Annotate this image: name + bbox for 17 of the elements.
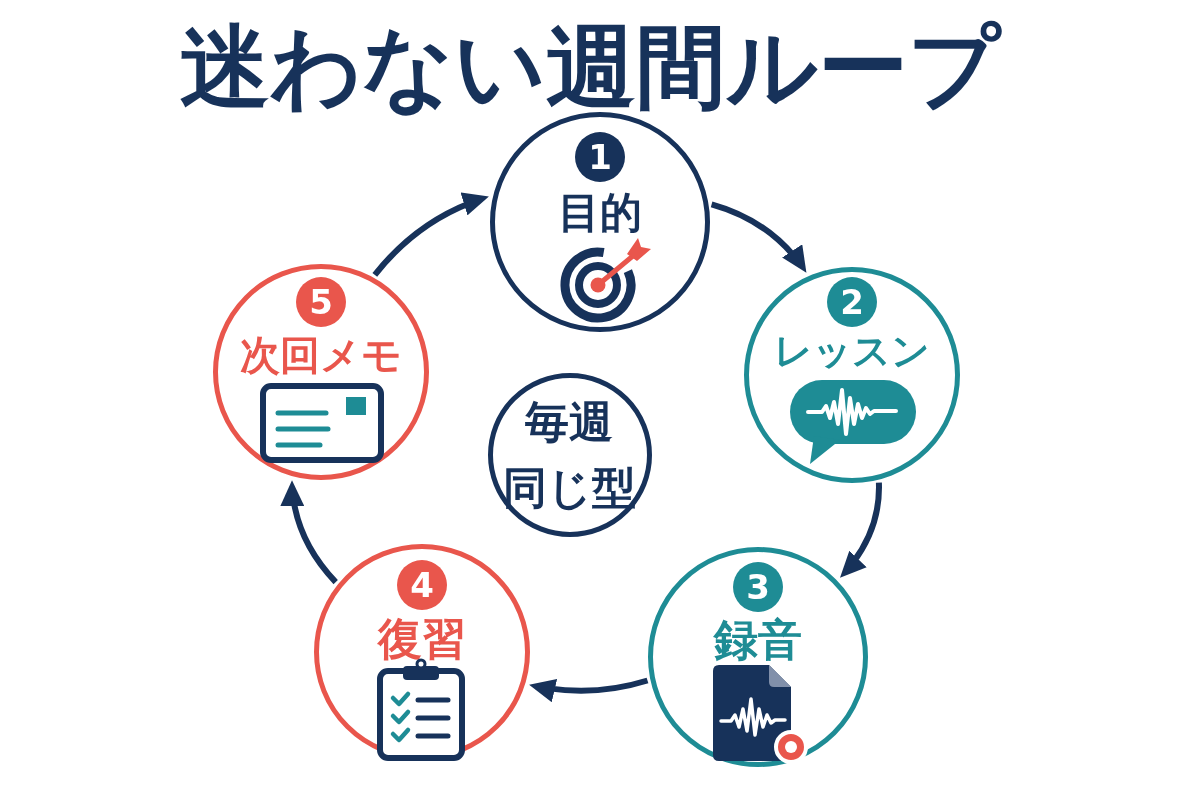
title: 迷わない週間ループ — [180, 16, 1000, 116]
center-label: 毎週同じ型 — [502, 395, 637, 515]
number-badge: 4 — [397, 560, 447, 610]
number-badge: 3 — [733, 562, 783, 612]
arrow — [281, 480, 338, 585]
step-label: 次回メモ — [240, 333, 402, 377]
step-label: 録音 — [714, 615, 802, 665]
arrow — [528, 677, 649, 702]
number-badge: 1 — [575, 132, 625, 182]
step-label: レッスン — [774, 331, 930, 373]
arrow — [837, 482, 882, 580]
step-label: 目的 — [558, 189, 642, 237]
arrow — [372, 193, 490, 277]
arrow — [710, 201, 809, 275]
step-label: 復習 — [378, 614, 466, 664]
number-badge: 2 — [827, 277, 877, 327]
number-badge: 5 — [296, 277, 346, 327]
